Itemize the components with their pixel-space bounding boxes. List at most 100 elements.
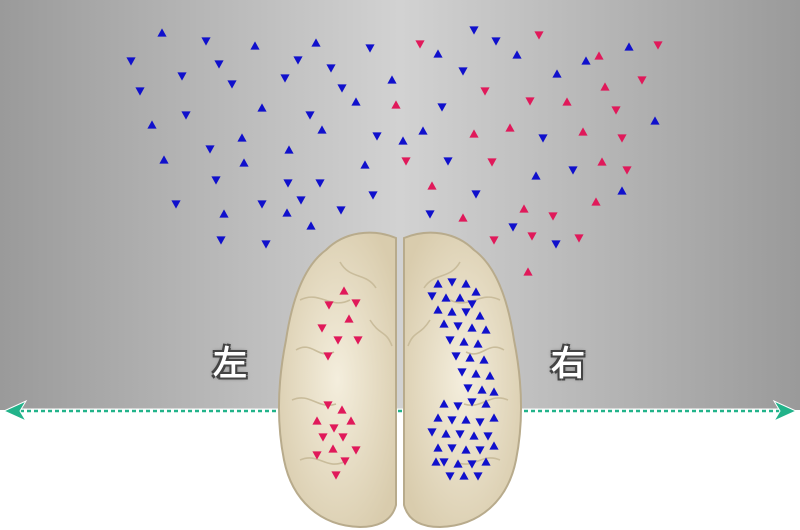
triangle-up-icon — [475, 311, 485, 320]
triangle-down-icon — [201, 37, 211, 46]
triangle-up-icon — [617, 186, 627, 195]
triangle-down-icon — [261, 240, 271, 249]
triangle-down-icon — [491, 37, 501, 46]
triangle-up-icon — [481, 457, 491, 466]
gray-background — [0, 0, 800, 410]
triangle-up-icon — [471, 287, 481, 296]
triangle-down-icon — [480, 87, 490, 96]
triangle-up-icon — [479, 355, 489, 364]
triangle-up-icon — [600, 82, 610, 91]
triangle-up-icon — [591, 197, 601, 206]
triangle-down-icon — [351, 446, 361, 455]
triangle-down-icon — [461, 308, 471, 317]
triangle-up-icon — [433, 443, 443, 452]
triangle-down-icon — [447, 416, 457, 425]
triangle-up-icon — [485, 371, 495, 380]
triangle-up-icon — [344, 314, 354, 323]
triangle-down-icon — [333, 336, 343, 345]
triangle-down-icon — [483, 432, 493, 441]
triangle-up-icon — [594, 51, 604, 60]
triangle-up-icon — [339, 286, 349, 295]
triangle-down-icon — [463, 384, 473, 393]
triangle-down-icon — [447, 444, 457, 453]
triangle-up-icon — [433, 49, 443, 58]
triangle-down-icon — [323, 401, 333, 410]
triangle-down-icon — [401, 157, 411, 166]
triangle-up-icon — [431, 457, 441, 466]
triangle-down-icon — [336, 206, 346, 215]
triangle-down-icon — [457, 368, 467, 377]
triangle-down-icon — [489, 236, 499, 245]
triangle-up-icon — [157, 28, 167, 37]
triangle-down-icon — [568, 166, 578, 175]
triangle-down-icon — [296, 196, 306, 205]
triangle-up-icon — [387, 75, 397, 84]
triangle-up-icon — [512, 50, 522, 59]
triangle-down-icon — [425, 210, 435, 219]
triangle-down-icon — [338, 433, 348, 442]
triangle-down-icon — [293, 56, 303, 65]
triangle-down-icon — [205, 145, 215, 154]
triangle-up-icon — [523, 267, 533, 276]
triangle-up-icon — [360, 160, 370, 169]
triangle-down-icon — [329, 424, 339, 433]
triangle-down-icon — [324, 301, 334, 310]
triangle-down-icon — [177, 72, 187, 81]
triangle-down-icon — [445, 472, 455, 481]
triangle-down-icon — [527, 232, 537, 241]
triangle-down-icon — [211, 176, 221, 185]
triangle-up-icon — [481, 325, 491, 334]
triangle-up-icon — [219, 209, 229, 218]
triangle-down-icon — [353, 336, 363, 345]
triangle-down-icon — [368, 191, 378, 200]
triangle-up-icon — [519, 204, 529, 213]
triangle-up-icon — [467, 323, 477, 332]
triangle-up-icon — [346, 416, 356, 425]
triangle-down-icon — [622, 166, 632, 175]
triangle-down-icon — [471, 190, 481, 199]
triangle-up-icon — [391, 100, 401, 109]
triangle-up-icon — [427, 181, 437, 190]
triangle-down-icon — [181, 111, 191, 120]
triangle-up-icon — [317, 125, 327, 134]
triangle-down-icon — [317, 324, 327, 333]
triangle-down-icon — [617, 134, 627, 143]
triangle-up-icon — [337, 405, 347, 414]
triangle-down-icon — [227, 80, 237, 89]
triangle-up-icon — [447, 307, 457, 316]
triangle-down-icon — [473, 472, 483, 481]
triangle-down-icon — [318, 433, 328, 442]
triangle-down-icon — [534, 31, 544, 40]
triangle-down-icon — [548, 212, 558, 221]
arrow-head-left — [2, 399, 28, 423]
triangle-up-icon — [441, 429, 451, 438]
triangle-down-icon — [453, 402, 463, 411]
triangle-up-icon — [531, 171, 541, 180]
brain — [277, 231, 523, 529]
arrow-head-right — [772, 399, 798, 423]
brain-triangles — [312, 278, 499, 481]
triangle-down-icon — [467, 300, 477, 309]
triangle-up-icon — [624, 42, 634, 51]
triangle-down-icon — [365, 44, 375, 53]
triangle-up-icon — [239, 158, 249, 167]
triangle-down-icon — [171, 200, 181, 209]
triangle-down-icon — [337, 84, 347, 93]
triangle-up-icon — [433, 279, 443, 288]
triangle-up-icon — [469, 129, 479, 138]
triangle-down-icon — [437, 103, 447, 112]
triangle-up-icon — [418, 126, 428, 135]
triangle-up-icon — [282, 208, 292, 217]
triangle-down-icon — [475, 446, 485, 455]
triangle-up-icon — [351, 97, 361, 106]
triangle-up-icon — [581, 56, 591, 65]
triangle-up-icon — [147, 120, 157, 129]
triangle-down-icon — [653, 41, 663, 50]
triangle-down-icon — [447, 278, 457, 287]
triangle-down-icon — [214, 60, 224, 69]
triangle-up-icon — [458, 213, 468, 222]
triangle-down-icon — [475, 418, 485, 427]
scatter-triangles — [126, 26, 663, 276]
triangle-down-icon — [451, 352, 461, 361]
triangle-up-icon — [489, 441, 499, 450]
